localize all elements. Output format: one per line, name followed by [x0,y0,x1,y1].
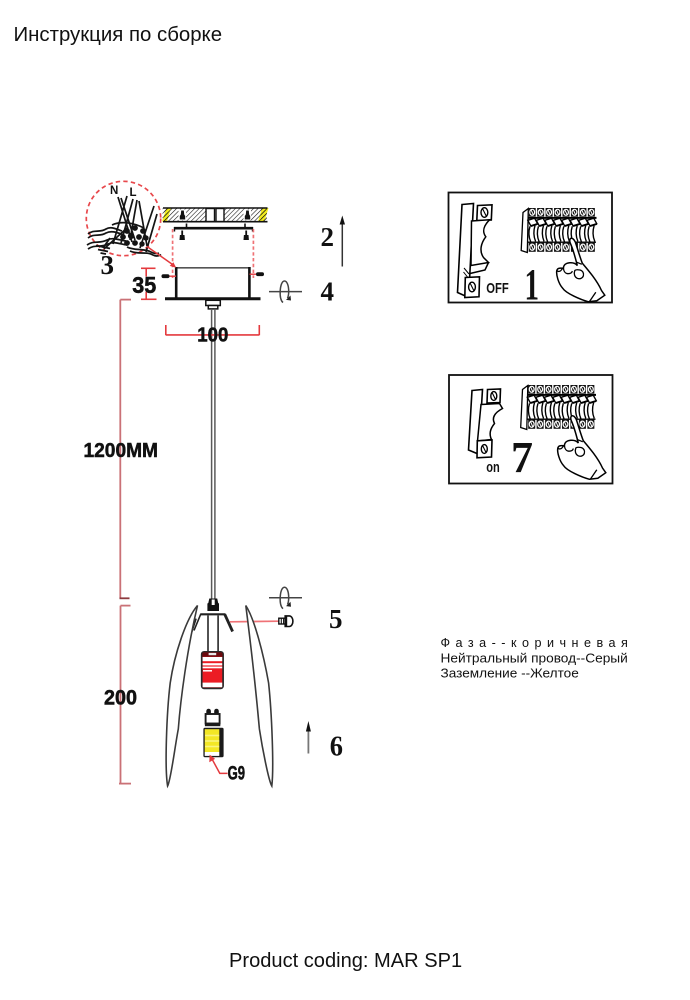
svg-text:on: on [486,459,500,476]
svg-text:Инструкция по сборке: Инструкция по сборке [14,24,223,46]
svg-text:Нейтральный провод--Серый: Нейтральный провод--Серый [441,650,628,665]
svg-text:3: 3 [101,250,115,280]
svg-text:35: 35 [132,272,156,298]
svg-text:6: 6 [330,731,343,762]
svg-text:Product coding: MAR SP1: Product coding: MAR SP1 [229,949,462,972]
svg-text:1200MM: 1200MM [84,439,159,462]
svg-text:4: 4 [321,276,335,306]
svg-text:5: 5 [329,604,343,634]
svg-text:OFF: OFF [486,280,509,297]
svg-text:G9: G9 [228,763,246,785]
svg-text:7: 7 [511,433,533,482]
svg-text:100: 100 [197,324,228,346]
svg-text:Фаза--коричневая: Фаза--коричневая [441,636,628,650]
svg-text:N: N [110,185,118,197]
svg-text:200: 200 [104,686,137,710]
svg-text:Заземление --Желтое: Заземление --Желтое [441,665,579,680]
svg-text:2: 2 [321,222,335,252]
svg-text:L: L [130,187,137,199]
svg-text:1: 1 [525,260,540,309]
